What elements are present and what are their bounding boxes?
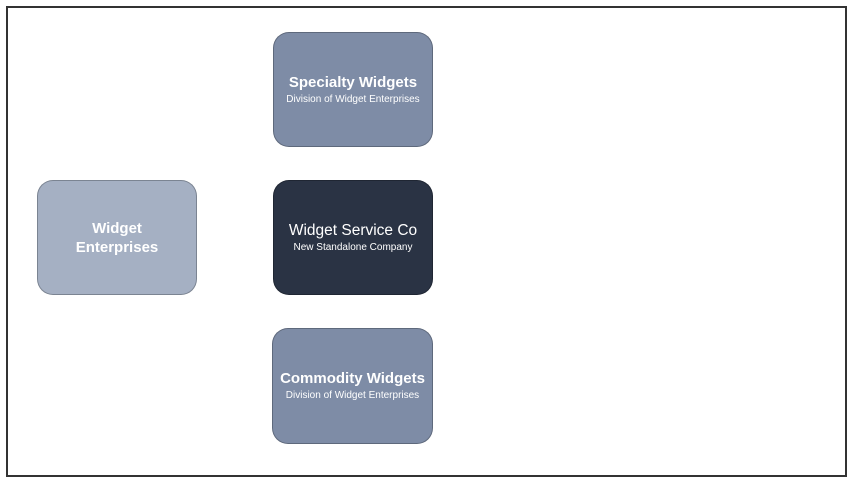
child-node-commodity-widgets[interactable]: Commodity Widgets Division of Widget Ent… <box>272 328 433 444</box>
child-node-title: Widget Service Co <box>288 221 418 239</box>
child-node-title: Specialty Widgets <box>288 73 418 91</box>
child-node-title: Commodity Widgets <box>280 370 425 387</box>
child-node-subtitle: Division of Widget Enterprises <box>285 390 420 401</box>
child-node-specialty-widgets[interactable]: Specialty Widgets Division of Widget Ent… <box>273 32 433 147</box>
parent-node-widget-enterprises[interactable]: Widget Enterprises <box>37 180 197 295</box>
child-node-widget-service-co[interactable]: Widget Service Co New Standalone Company <box>273 180 433 295</box>
child-node-subtitle: New Standalone Company <box>293 241 413 253</box>
child-node-subtitle: Division of Widget Enterprises <box>286 93 420 105</box>
parent-node-title: Widget Enterprises <box>75 219 159 256</box>
